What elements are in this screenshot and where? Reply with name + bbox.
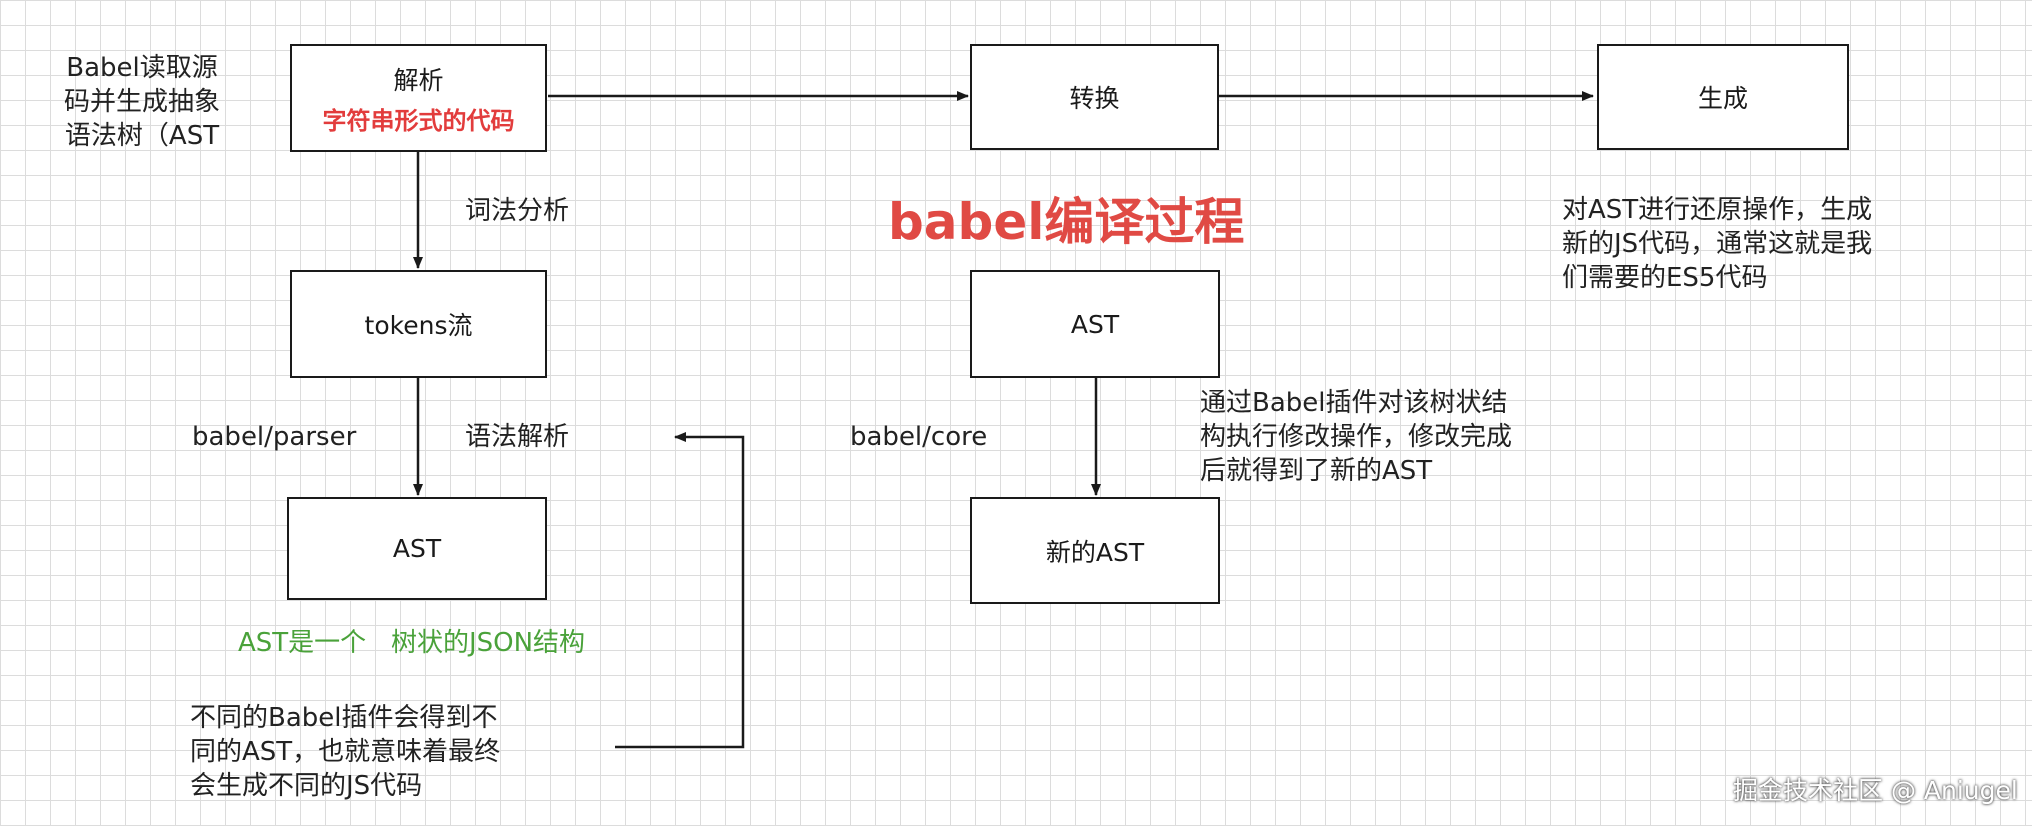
lexical-label: 词法分析 (465, 196, 570, 226)
modify-line-3: 后就得到了新的AST (1200, 456, 1433, 486)
babel-core-label: babel/core (850, 422, 988, 452)
transform-box: 转换 (970, 44, 1219, 150)
generate-line-2: 新的JS代码，通常这就是我 (1562, 229, 1873, 259)
plugins-line-2: 同的AST，也就意味着最终 (190, 737, 501, 767)
syntax-label: 语法解析 (465, 422, 570, 452)
babel-read-line-3: 语法树（AST (64, 121, 220, 151)
ast-mid-label: AST (1070, 309, 1120, 339)
ast-json-note: AST是一个 树状的JSON结构 (238, 628, 586, 658)
babel-read-line-2: 码并生成抽象 (63, 87, 220, 117)
transform-label: 转换 (1069, 84, 1120, 113)
babel-read-note: Babel读取源 码并生成抽象 语法树（AST (42, 51, 242, 153)
plugins-note: 不同的Babel插件会得到不 同的AST，也就意味着最终 会生成不同的JS代码 (190, 701, 500, 803)
plugins-line-1: 不同的Babel插件会得到不 (190, 703, 498, 733)
parse-box: 解析 字符串形式的代码 (290, 44, 547, 152)
generate-line-1: 对AST进行还原操作，生成 (1562, 195, 1873, 225)
generate-line-3: 们需要的ES5代码 (1562, 263, 1768, 293)
diagram-title: babel编译过程 (888, 193, 1245, 251)
parse-label: 解析 (393, 65, 444, 95)
ast-box-middle: AST (970, 270, 1220, 378)
modify-note: 通过Babel插件对该树状结 构执行修改操作，修改完成 后就得到了新的AST (1200, 386, 1512, 488)
plugins-line-3: 会生成不同的JS代码 (190, 771, 423, 801)
parse-sub-label: 字符串形式的代码 (322, 106, 515, 135)
tokens-box: tokens流 (290, 270, 547, 378)
new-ast-box: 新的AST (970, 497, 1220, 604)
babel-read-line-1: Babel读取源 (66, 53, 218, 83)
ast-box-left: AST (287, 497, 547, 600)
arrow-feedback-loop (615, 432, 745, 749)
new-ast-label: 新的AST (1045, 537, 1145, 567)
modify-line-2: 构执行修改操作，修改完成 (1200, 422, 1513, 452)
generate-label: 生成 (1697, 84, 1748, 113)
generate-box: 生成 (1597, 44, 1849, 150)
generate-note: 对AST进行还原操作，生成 新的JS代码，通常这就是我 们需要的ES5代码 (1562, 193, 1872, 295)
ast-left-label: AST (392, 534, 442, 563)
watermark: 掘金技术社区 @ Aniugel (1733, 776, 2018, 805)
modify-line-1: 通过Babel插件对该树状结 (1200, 388, 1508, 418)
babel-parser-label: babel/parser (192, 422, 357, 452)
tokens-label: tokens流 (364, 311, 473, 340)
